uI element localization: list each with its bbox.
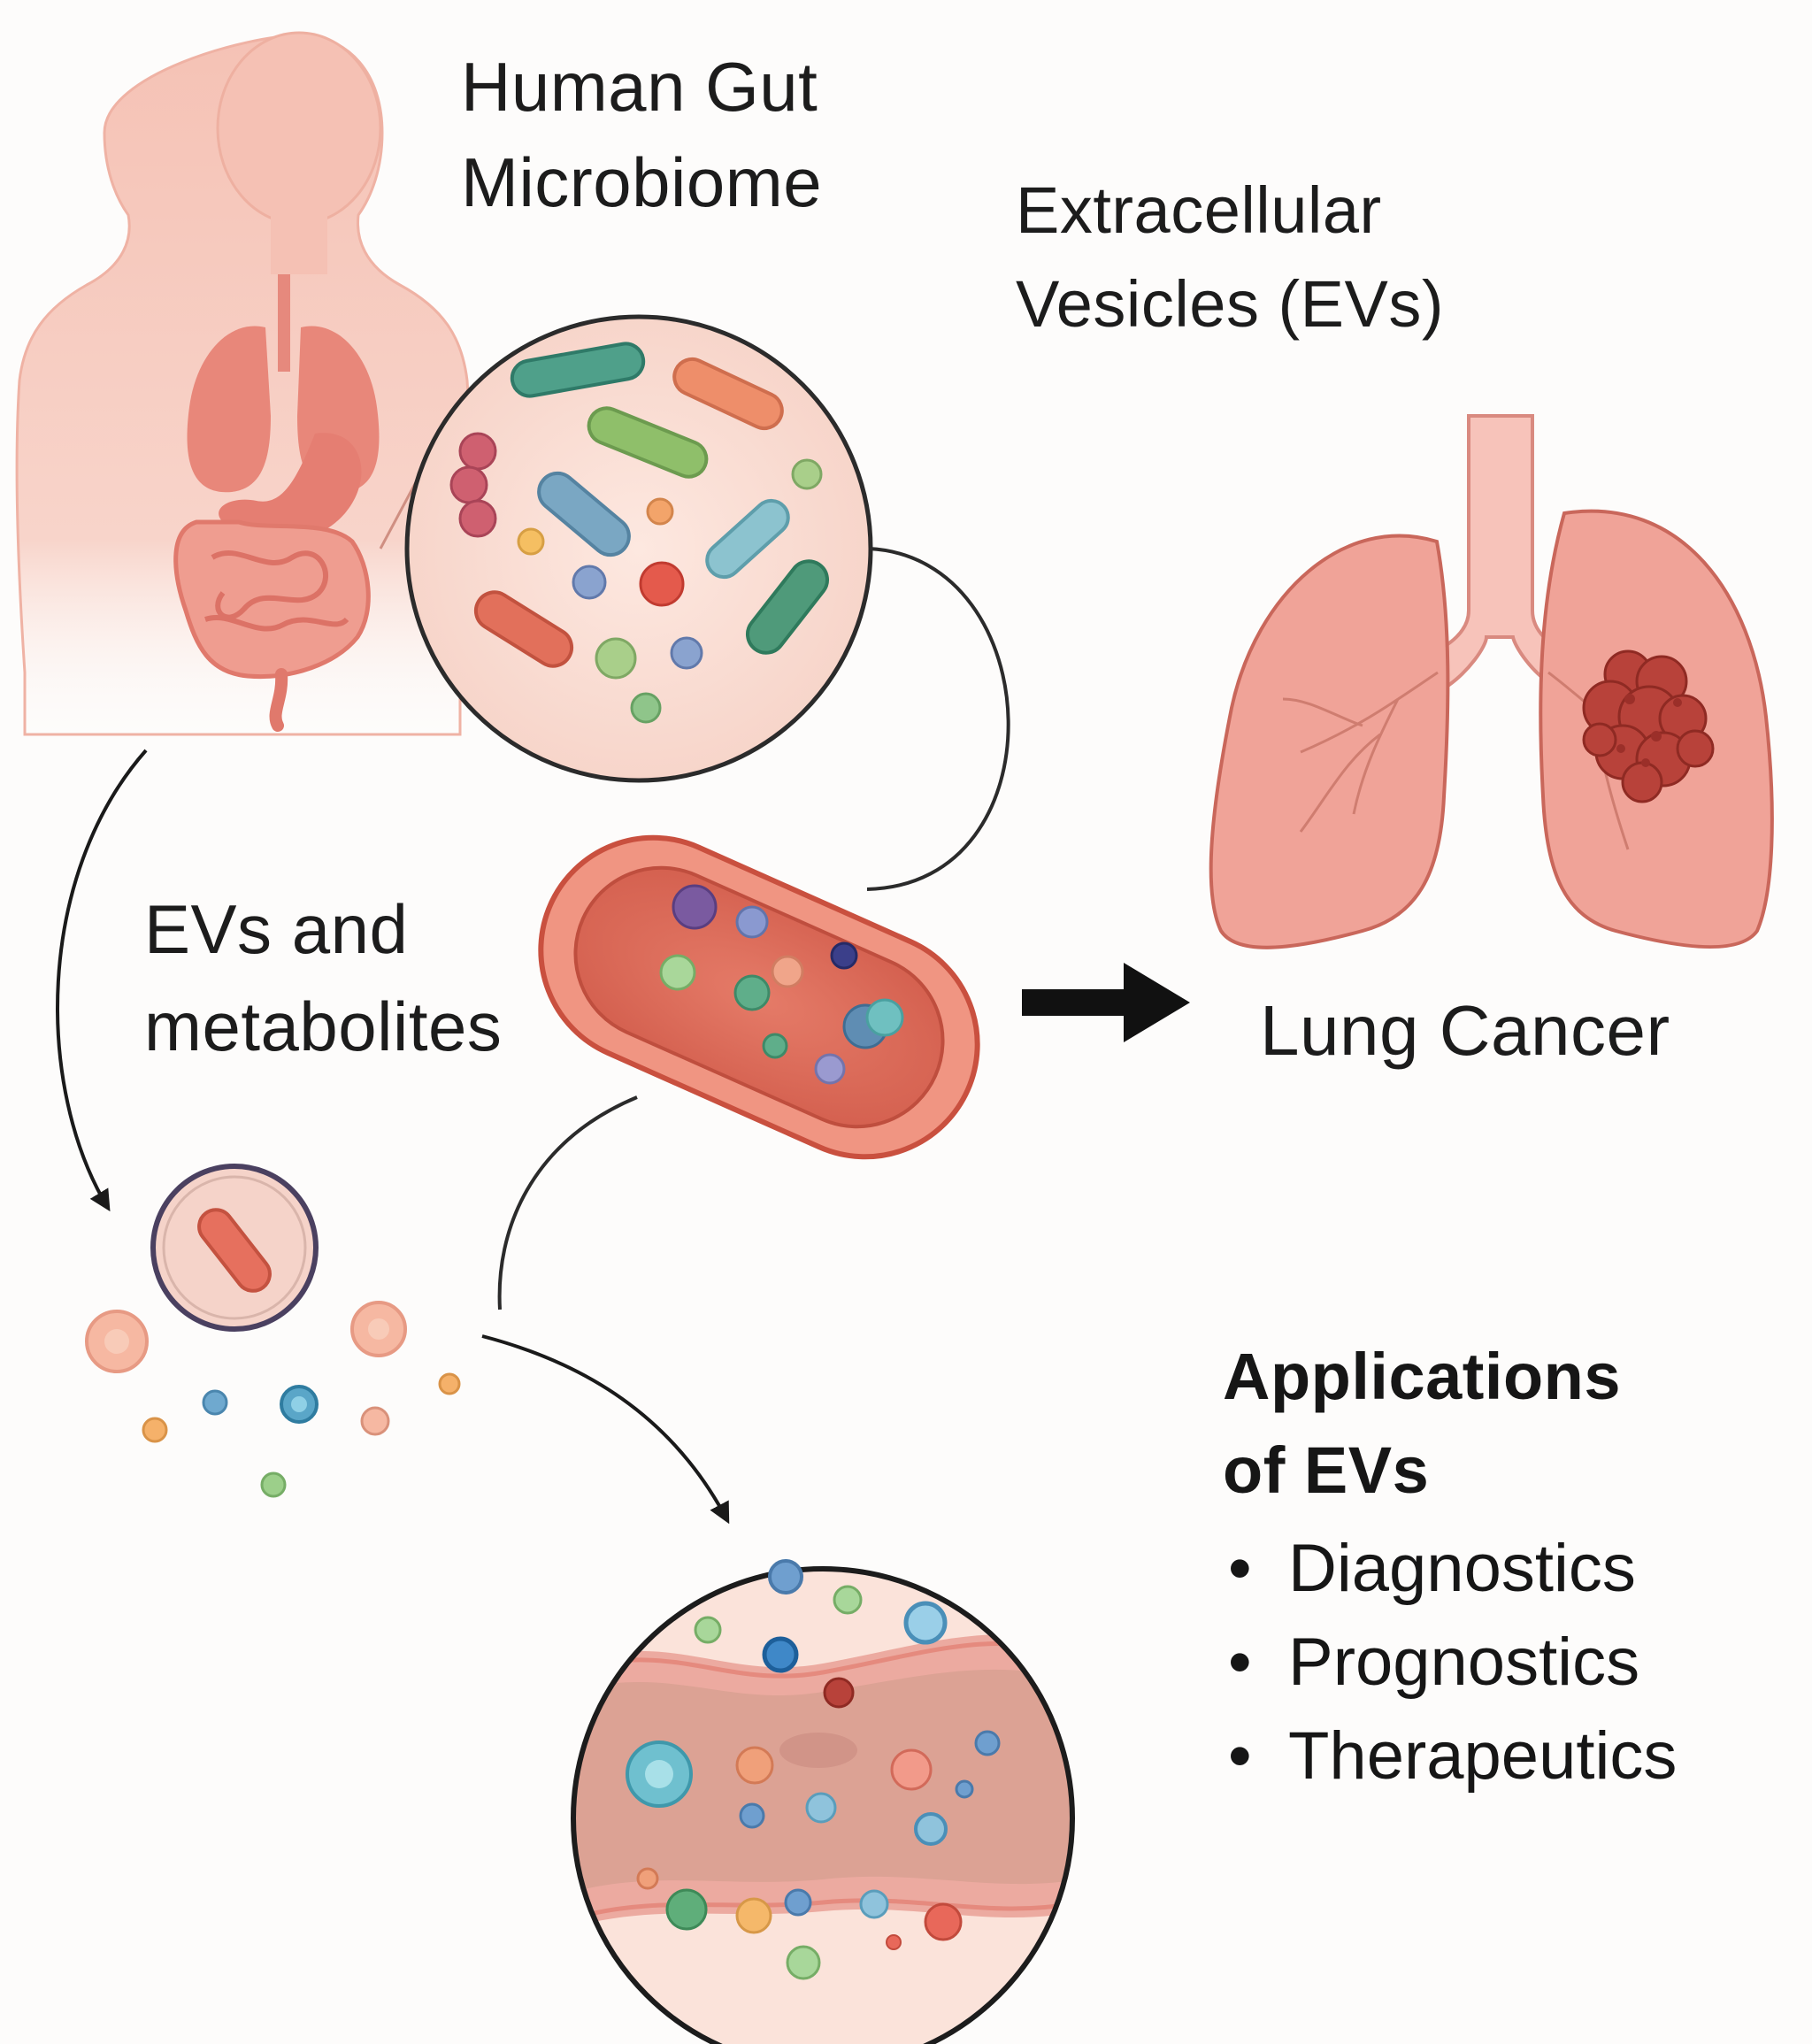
label-evs-line-2: metabolites [144, 987, 503, 1065]
arrow-to-lung-cancer [1022, 963, 1190, 1042]
bloodstream-magnifier [571, 1559, 1075, 2044]
application-item: • Diagnostics [1228, 1522, 1677, 1616]
label-ev-line-2: Vesicles (EVs) [1016, 267, 1445, 341]
arrow-gut-to-evs [56, 749, 148, 1212]
label-evs-line-1: EVs and [144, 890, 409, 968]
applications-list: • Diagnostics • Prognostics • Therapeutics [1228, 1522, 1677, 1803]
left-lung-lobe [1209, 534, 1450, 949]
label-human-gut-microbiome: Human Gut Microbiome [461, 39, 822, 230]
bacterium-connector-arc [497, 1095, 638, 1310]
label-gut-line-2: Microbiome [461, 143, 823, 221]
label-extracellular-vesicles: Extracellular Vesicles (EVs) [1016, 164, 1444, 351]
microbiome-magnifier [379, 314, 873, 783]
applications-heading: Applications of EVs [1223, 1330, 1621, 1518]
label-ev-line-1: Extracellular [1016, 173, 1382, 247]
label-lung-cancer: Lung Cancer [1260, 991, 1670, 1070]
label-gut-line-1: Human Gut [461, 48, 818, 126]
application-item: • Prognostics [1228, 1616, 1677, 1710]
magnifier-connector [866, 547, 1010, 891]
arrow-to-bloodstream [481, 1334, 730, 1525]
body-left-lung [187, 326, 271, 493]
lungs-illustration [1209, 414, 1774, 949]
applications-heading-line-1: Applications [1223, 1340, 1622, 1413]
applications-heading-line-2: of EVs [1223, 1433, 1430, 1507]
bullet-icon: • [1228, 1625, 1252, 1700]
label-evs-and-metabolites: EVs and metabolites [144, 880, 502, 1075]
body-organs [173, 274, 380, 732]
application-therapeutics: Therapeutics [1288, 1718, 1678, 1794]
application-item: • Therapeutics [1228, 1710, 1677, 1803]
evs-metabolites-cluster [85, 1164, 461, 1498]
application-diagnostics: Diagnostics [1288, 1531, 1636, 1606]
bullet-icon: • [1228, 1531, 1252, 1606]
body-stomach [219, 433, 362, 542]
application-prognostics: Prognostics [1288, 1625, 1640, 1700]
bacterium-illustration [538, 834, 980, 1160]
bullet-icon: • [1228, 1718, 1252, 1794]
